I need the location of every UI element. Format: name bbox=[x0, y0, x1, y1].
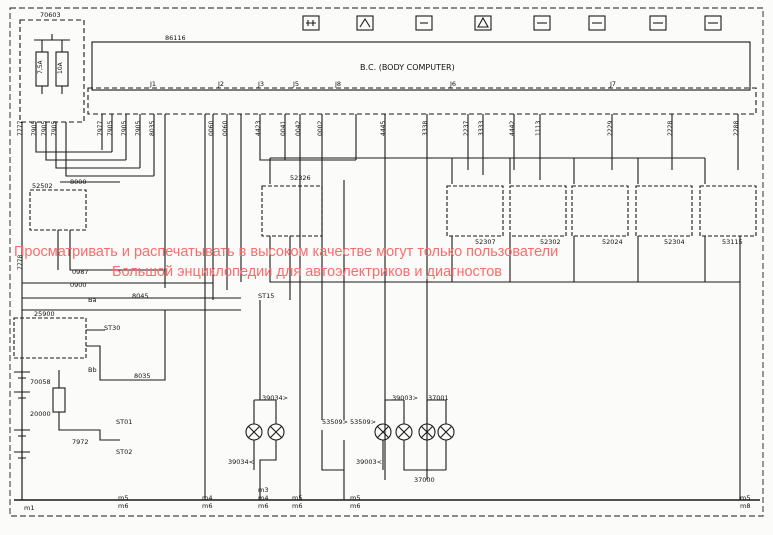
wire-0060b: 0060 bbox=[222, 121, 229, 136]
body-computer-box bbox=[91, 41, 751, 91]
wire-8035b: 8035 bbox=[134, 372, 151, 380]
fuse-2-label: 10A bbox=[57, 61, 64, 74]
wire-7905c: 7905 bbox=[51, 121, 58, 136]
ground-m4b: m4 bbox=[258, 494, 268, 502]
ground-m8: m8 bbox=[740, 502, 750, 510]
label-bb: Bb bbox=[88, 366, 97, 374]
wire-8000: 8000 bbox=[70, 178, 87, 186]
label-52502: 52502 bbox=[32, 182, 53, 190]
label-st02: ST02 bbox=[116, 448, 132, 456]
ignition-switch-25900-box bbox=[13, 317, 87, 359]
indicator-icons bbox=[302, 15, 722, 31]
ground-m6c: m6 bbox=[258, 502, 268, 510]
label-st30: ST30 bbox=[104, 324, 120, 332]
wire-7905f: 7905 bbox=[135, 121, 142, 136]
ground-m4a: m4 bbox=[202, 494, 212, 502]
bc-connector-strip bbox=[87, 87, 757, 115]
wire-7905e: 7905 bbox=[121, 121, 128, 136]
wire-0900: 0900 bbox=[70, 281, 87, 289]
wire-3333: 3333 bbox=[478, 121, 485, 136]
label-25900: 25900 bbox=[34, 310, 55, 318]
outer-frame bbox=[9, 7, 764, 517]
wire-2228: 2228 bbox=[667, 121, 674, 136]
fuse-box bbox=[19, 19, 85, 123]
label-53115: 53115 bbox=[722, 238, 743, 246]
switch-52502-box bbox=[29, 189, 87, 231]
bc-title: B.C. (BODY COMPUTER) bbox=[360, 63, 455, 72]
connector-j2: J2 bbox=[217, 80, 224, 88]
wire-7905a: 7905 bbox=[31, 121, 38, 136]
wire-8035: 8035 bbox=[149, 121, 156, 136]
bc-wires bbox=[101, 114, 739, 480]
label-st15: ST15 bbox=[258, 292, 274, 300]
wire-7778: 7778 bbox=[17, 255, 24, 270]
fuse-70058 bbox=[52, 387, 66, 413]
ground-m3: m3 bbox=[258, 486, 268, 494]
connector-j3: J3 bbox=[257, 80, 264, 88]
ground-m6d: m6 bbox=[292, 502, 302, 510]
wire-0041: 0041 bbox=[280, 121, 287, 136]
ground-m5a: m5 bbox=[118, 494, 128, 502]
wire-3338: 3338 bbox=[422, 121, 429, 136]
lamps bbox=[245, 423, 455, 441]
label-53509b: 53509> bbox=[350, 418, 376, 426]
wire-4445: 4445 bbox=[380, 121, 387, 136]
wire-7972: 7972 bbox=[72, 438, 89, 446]
label-52024: 52024 bbox=[602, 238, 623, 246]
connector-j1: J1 bbox=[149, 80, 156, 88]
wire-0060: 0060 bbox=[208, 121, 215, 136]
wire-1113: 1113 bbox=[535, 121, 542, 136]
wire-7905d: 7905 bbox=[107, 121, 114, 136]
label-37001: 37001 bbox=[428, 394, 449, 402]
watermark-line-1: Просматривать и распечатывать в высоком … bbox=[14, 244, 558, 260]
label-52304: 52304 bbox=[664, 238, 685, 246]
wire-0002: 0002 bbox=[317, 121, 324, 136]
relay-boxes bbox=[261, 185, 757, 237]
label-52302: 52302 bbox=[540, 238, 561, 246]
label-37000: 37000 bbox=[414, 476, 435, 484]
wire-4442: 4442 bbox=[509, 121, 516, 136]
wire-4423: 4423 bbox=[255, 121, 262, 136]
wire-0987: 0987 bbox=[72, 268, 89, 276]
watermark-line-2: Большой энциклопедии для автоэлектриков … bbox=[112, 264, 502, 280]
label-52307: 52307 bbox=[475, 238, 496, 246]
ground-m1: m1 bbox=[24, 504, 34, 512]
ground-m5d: m5 bbox=[740, 494, 750, 502]
connector-j6: J6 bbox=[449, 80, 456, 88]
connector-j7: J7 bbox=[609, 80, 616, 88]
wire-7777: 7777 bbox=[17, 121, 24, 136]
label-39003b: 39003< bbox=[356, 458, 382, 466]
fuse-box-label: 70603 bbox=[40, 11, 61, 19]
ground-m6e: m6 bbox=[350, 502, 360, 510]
wire-7905b: 7905 bbox=[41, 121, 48, 136]
wire-7977: 7977 bbox=[97, 121, 104, 136]
ground-m5b: m5 bbox=[292, 494, 302, 502]
ground-m6a: m6 bbox=[118, 502, 128, 510]
connector-j8: J8 bbox=[334, 80, 341, 88]
label-20000: 20000 bbox=[30, 410, 51, 418]
battery-20000 bbox=[14, 360, 30, 500]
fuse-1-label: 7,5A bbox=[37, 59, 44, 74]
wire-0042: 0042 bbox=[295, 121, 302, 136]
ground-m6b: m6 bbox=[202, 502, 212, 510]
label-39034a: 39034> bbox=[262, 394, 288, 402]
label-39003a: 39003> bbox=[392, 394, 418, 402]
bc-code: 86116 bbox=[165, 34, 186, 42]
wire-2237: 2237 bbox=[463, 121, 470, 136]
label-70058: 70058 bbox=[30, 378, 51, 386]
label-st01: ST01 bbox=[116, 418, 132, 426]
connector-j5: J5 bbox=[292, 80, 299, 88]
label-39034b: 39034< bbox=[228, 458, 254, 466]
label-52326: 52326 bbox=[290, 174, 311, 182]
label-53509a: 53509> bbox=[322, 418, 348, 426]
wire-2288: 2288 bbox=[733, 121, 740, 136]
wire-2229: 2229 bbox=[607, 121, 614, 136]
ground-m5c: m5 bbox=[350, 494, 360, 502]
label-ba: Ba bbox=[88, 296, 96, 304]
wire-8045: 8045 bbox=[132, 292, 149, 300]
